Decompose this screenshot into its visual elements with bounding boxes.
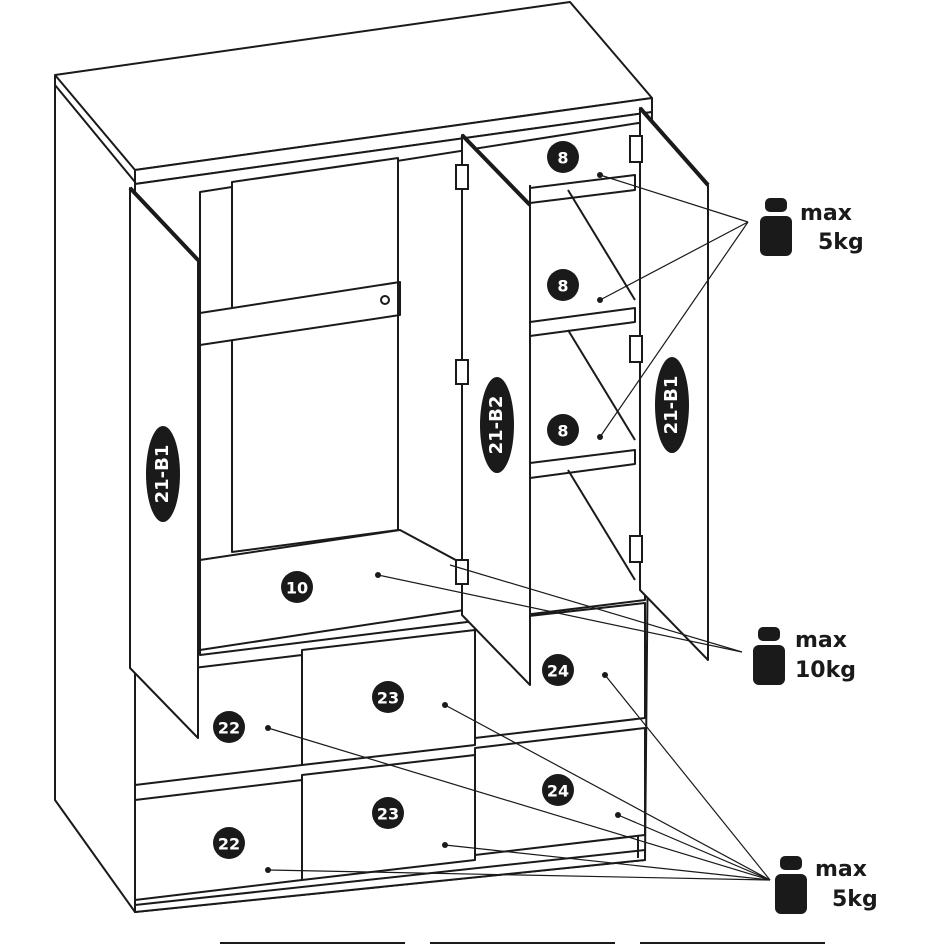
part-label: 8 xyxy=(557,422,568,441)
door-code-left: 21-B1 xyxy=(146,426,180,522)
weight-drawers-max: max xyxy=(815,857,867,882)
part-badge-drawer-top-left xyxy=(213,711,245,743)
part-badge-shelf-low xyxy=(547,414,579,446)
part-badge-drawer-bottom-left xyxy=(213,827,245,859)
part-badge-drawer-top-right xyxy=(542,654,574,686)
weight-bottom-value: 10kg xyxy=(795,658,856,683)
hanging-rail xyxy=(199,281,401,346)
weight-bottom-max: max xyxy=(795,628,847,653)
weight-shelves-value: 5kg xyxy=(818,230,864,255)
part-label: 23 xyxy=(377,689,399,708)
weight-drawers-value: 5kg xyxy=(832,887,878,912)
part-badge-shelf-top xyxy=(547,141,579,173)
door-code-right: 21-B1 xyxy=(655,357,689,453)
hinge-icon xyxy=(455,164,469,190)
part-badge-bottom xyxy=(281,571,313,603)
svg-text:21-B1: 21-B1 xyxy=(661,376,682,435)
hinge-icon xyxy=(629,335,643,363)
hinge-icon xyxy=(629,135,643,163)
part-label: 24 xyxy=(547,662,569,681)
hinge-icon xyxy=(455,559,469,585)
weight-icon xyxy=(775,856,807,914)
weight-icon xyxy=(753,627,785,685)
part-label: 10 xyxy=(286,579,308,598)
part-label: 24 xyxy=(547,782,569,801)
door-code-middle: 21-B2 xyxy=(480,377,514,473)
part-label: 8 xyxy=(557,277,568,296)
hinge-icon xyxy=(629,535,643,563)
part-badge-drawer-top-mid xyxy=(372,681,404,713)
part-badge-drawer-bottom-right xyxy=(542,774,574,806)
weight-shelves-max: max xyxy=(800,201,852,226)
svg-text:21-B2: 21-B2 xyxy=(486,396,507,455)
part-label: 22 xyxy=(218,719,240,738)
part-label: 8 xyxy=(557,149,568,168)
cabinet-side-panel xyxy=(54,84,136,913)
part-badge-shelf-mid xyxy=(547,269,579,301)
part-label: 22 xyxy=(218,835,240,854)
part-label: 23 xyxy=(377,805,399,824)
hinge-icon xyxy=(455,359,469,385)
weight-icon xyxy=(760,198,792,256)
part-badge-drawer-bottom-mid xyxy=(372,797,404,829)
plinth xyxy=(134,849,646,913)
left-compartment-back xyxy=(231,157,399,553)
svg-text:21-B1: 21-B1 xyxy=(152,445,173,504)
